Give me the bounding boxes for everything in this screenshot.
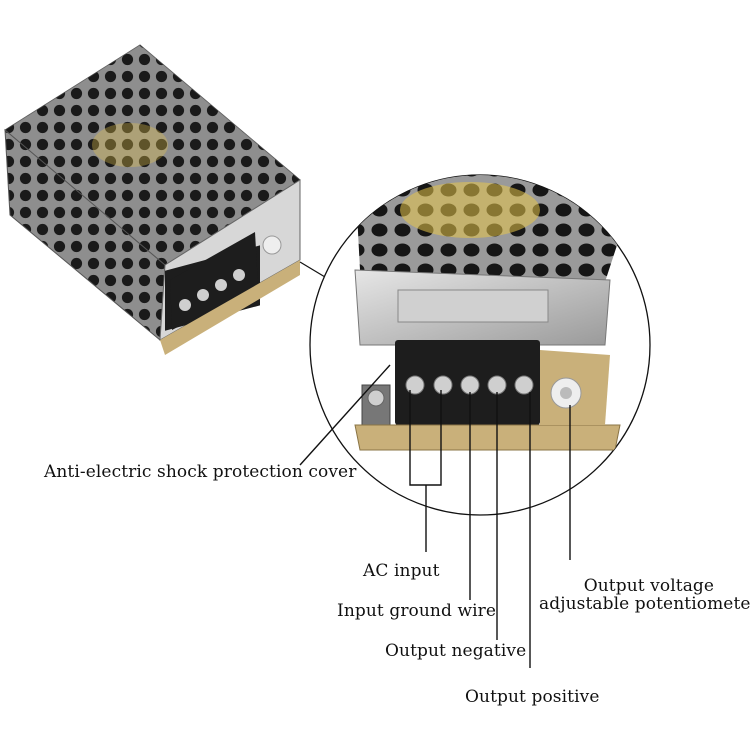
- leader-lines: [299, 364, 571, 668]
- label-output-positive: Output positive: [465, 687, 600, 707]
- label-shock-cover: Anti-electric shock protection cover: [44, 462, 357, 482]
- label-potentiometer-line1: Output voltage: [583, 576, 715, 596]
- power-supply-unit-small: [4, 44, 301, 355]
- label-ground: Input ground wire: [337, 601, 497, 621]
- label-ac-input: AC input: [363, 561, 440, 581]
- zoom-detail: [309, 174, 651, 516]
- label-potentiometer: Output voltage adjustable potentiometer: [539, 577, 750, 613]
- label-potentiometer-line2: adjustable potentiometer: [539, 594, 750, 614]
- leader-shock-cover: [299, 364, 391, 466]
- label-output-negative: Output negative: [385, 641, 527, 661]
